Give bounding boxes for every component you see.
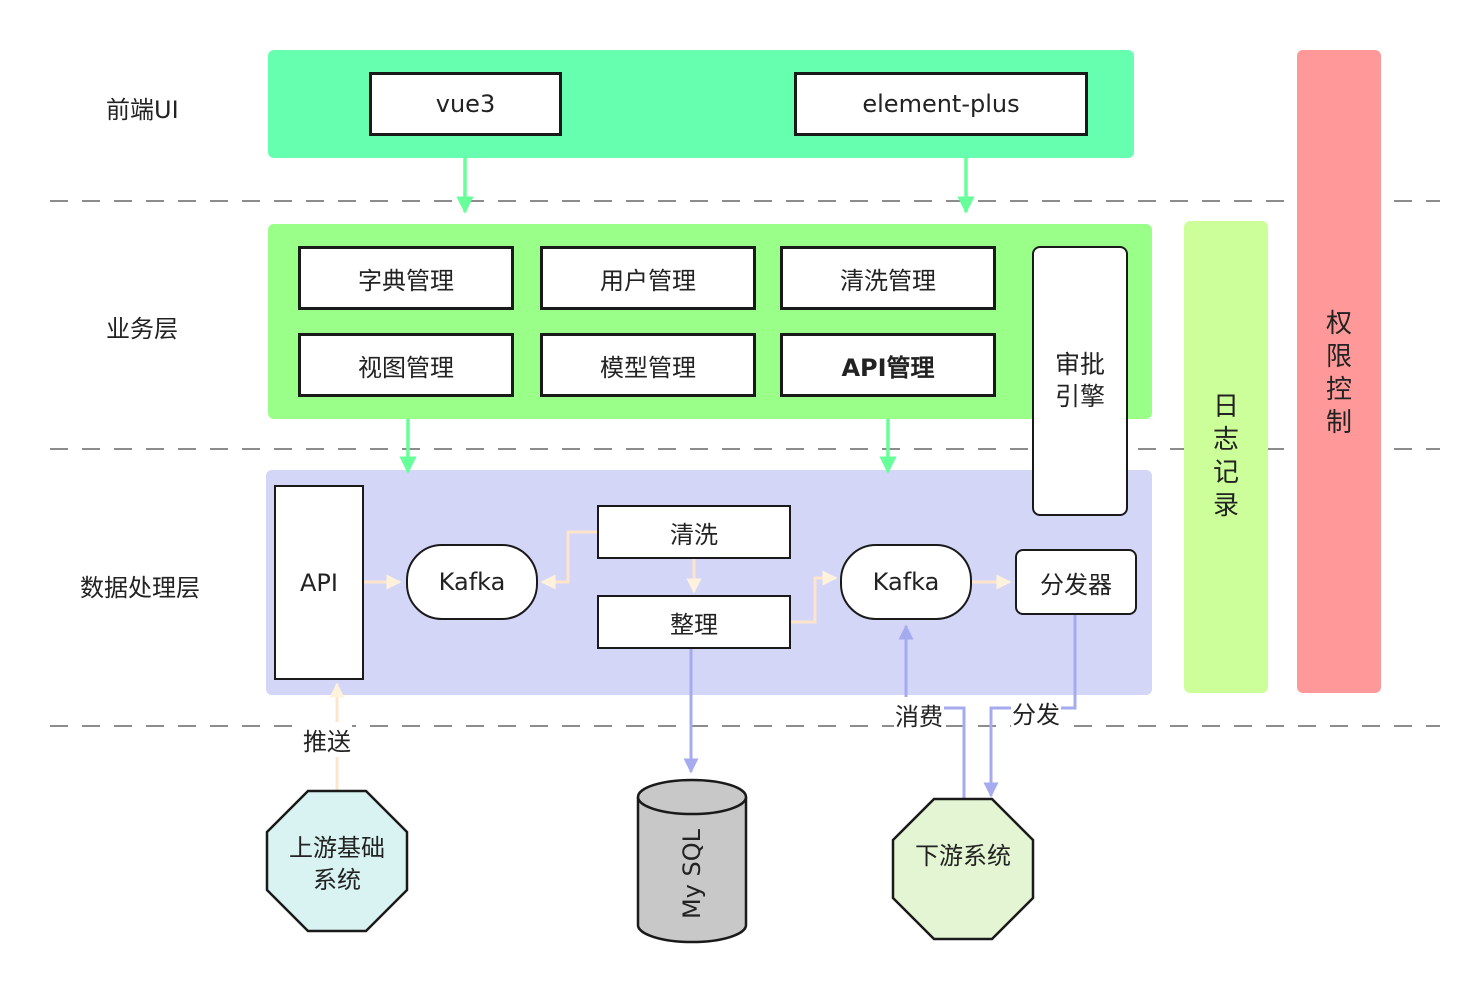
- push-label: 推送: [302, 722, 352, 757]
- arrow-organize-to-kafka: [791, 570, 838, 624]
- downstream-system-label: 下游系统: [915, 842, 1011, 870]
- layer-label-frontend: 前端UI: [106, 96, 179, 124]
- kafka-left-node: Kafka: [406, 544, 538, 620]
- layer-label-business: 业务层: [106, 315, 178, 343]
- approval-engine-box: 审批引擎: [1032, 246, 1128, 516]
- consume-label: 消费: [894, 697, 944, 732]
- arrow-clean-to-kafka: [540, 530, 597, 590]
- log-record-column: 日志记录: [1184, 221, 1268, 693]
- clean-management-box: 清洗管理: [780, 246, 996, 310]
- vue3-box: vue3: [369, 72, 562, 136]
- kafka-right-node: Kafka: [840, 544, 972, 620]
- user-management-box: 用户管理: [540, 246, 756, 310]
- api-management-box: API管理: [780, 333, 996, 397]
- view-management-box: 视图管理: [298, 333, 514, 397]
- api-node: API: [274, 485, 364, 680]
- layer-label-data: 数据处理层: [80, 574, 200, 602]
- downstream-system-shape: [891, 797, 1035, 941]
- upstream-system-shape: [265, 789, 409, 933]
- distribute-label: 分发: [1011, 695, 1061, 730]
- organize-node: 整理: [597, 595, 791, 649]
- clean-node: 清洗: [597, 505, 791, 559]
- log-record-label: 日志记录: [1212, 392, 1239, 521]
- upstream-system-label: 上游基础系统: [289, 834, 385, 894]
- model-management-box: 模型管理: [540, 333, 756, 397]
- approval-engine-label: 审批引擎: [1054, 350, 1105, 411]
- mysql-cylinder: [636, 778, 748, 944]
- dict-management-box: 字典管理: [298, 246, 514, 310]
- element-plus-box: element-plus: [794, 72, 1088, 136]
- mysql-label: My SQL: [678, 828, 706, 920]
- distributor-node: 分发器: [1015, 549, 1137, 615]
- permission-control-column: 权限控制: [1297, 50, 1381, 693]
- permission-control-label: 权限控制: [1325, 309, 1352, 438]
